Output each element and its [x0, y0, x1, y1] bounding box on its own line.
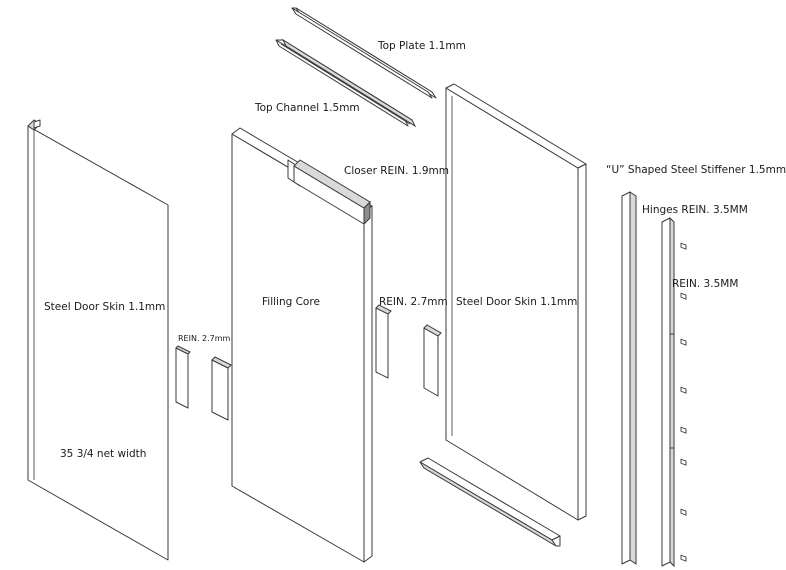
hinge-hole [680, 338, 687, 346]
rein-35-label: REIN. 3.5MM [672, 278, 739, 290]
top-plate-label: Top Plate 1.1mm [378, 40, 466, 52]
hinge-hole [680, 508, 687, 516]
hinge-holes [680, 242, 687, 562]
hinge-hole [680, 386, 687, 394]
net-width-label: 35 3/4 net width [60, 448, 147, 460]
hinge-hole [680, 458, 687, 466]
top-channel-label: Top Channel 1.5mm [255, 102, 360, 114]
top-plate [291, 7, 437, 99]
rein-small-label: REIN. 2.7mm [178, 334, 231, 343]
filling-core-label: Filling Core [262, 296, 320, 308]
left-door-skin-label: Steel Door Skin 1.1mm [44, 301, 166, 313]
hinge-hole [680, 292, 687, 300]
u-stiffener [621, 191, 637, 565]
hinge-hole [680, 242, 687, 250]
rein-27-label: REIN. 2.7mm [379, 296, 448, 308]
bottom-channel [419, 457, 561, 547]
right-door-skin [445, 83, 587, 521]
hinges-rein-label: Hinges REIN. 3.5MM [642, 204, 748, 216]
hinge-hole [680, 554, 687, 562]
u-stiffener-label: “U” Shaped Steel Stiffener 1.5mm [606, 164, 786, 176]
hinges-rein-strip [661, 216, 687, 568]
closer-rein-label: Closer REIN. 1.9mm [344, 165, 449, 177]
top-channel [275, 38, 417, 128]
rein-mid-plates [375, 304, 442, 397]
left-door-skin [27, 119, 169, 561]
closer-rein [293, 159, 371, 226]
right-door-skin-label: Steel Door Skin 1.1mm [456, 296, 578, 308]
hinge-hole [680, 426, 687, 434]
rein-small-plates [175, 345, 232, 421]
